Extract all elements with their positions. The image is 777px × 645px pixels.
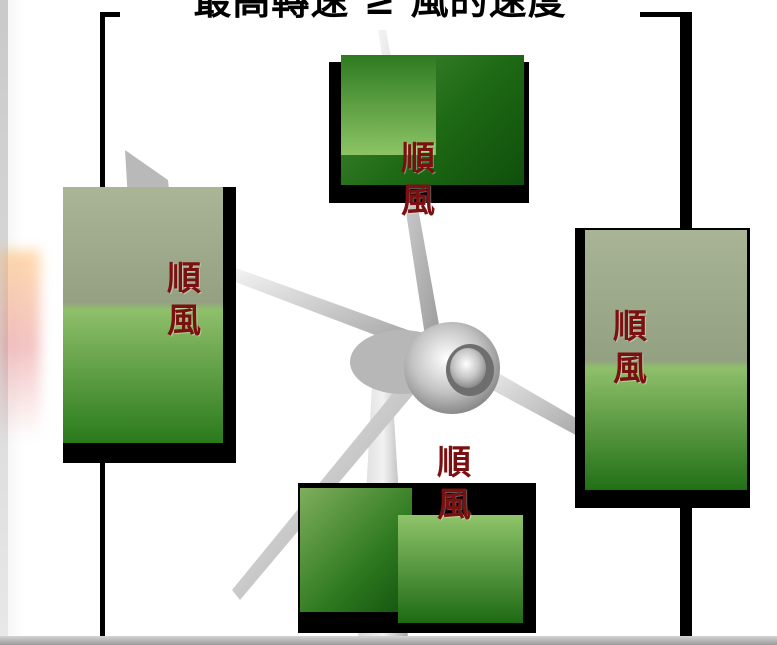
label-left-char-2: 風 [167,301,201,341]
label-bottom-char-1: 順 [437,443,471,483]
label-right-char-2: 風 [613,349,647,389]
label-bottom: 順 風 [432,442,476,526]
panel-top-lightfold [341,55,436,155]
label-top: 順 風 [396,138,440,222]
label-right: 順 風 [608,306,652,390]
panel-left [63,187,223,443]
label-right-char-1: 順 [613,307,647,347]
label-top-char-2: 風 [401,181,435,221]
label-bottom-char-2: 風 [437,485,471,525]
label-top-char-1: 順 [401,139,435,179]
panel-right [585,230,747,490]
label-left: 順 風 [162,258,206,342]
diagram-title: 最高轉速 ≥ 風的速度 [120,0,640,24]
label-left-char-1: 順 [167,259,201,299]
panel-bottom [300,488,412,612]
slide-edge-accent [0,250,40,440]
slide-bottom-bar [0,636,777,645]
panel-bottom-fold [398,515,523,623]
